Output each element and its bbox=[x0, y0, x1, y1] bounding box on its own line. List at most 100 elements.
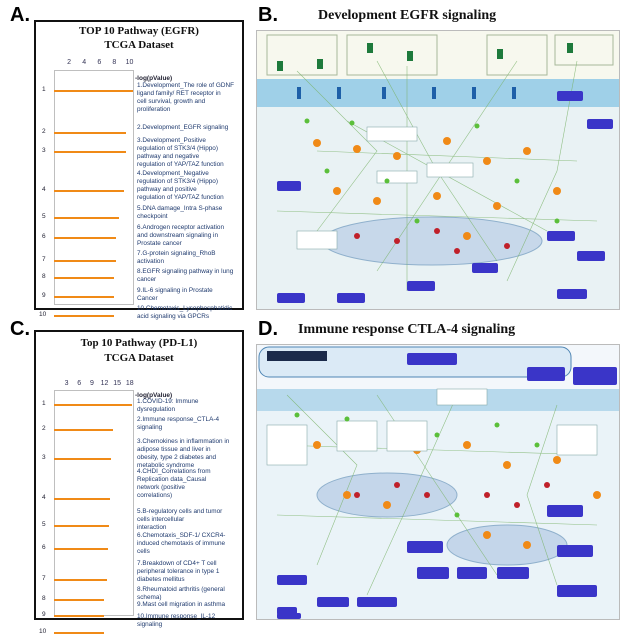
pathway-name-line: signaling bbox=[137, 621, 163, 628]
pathway-name: 9.Mast cell migration in asthma bbox=[137, 601, 234, 609]
pathway-name-line: adipose tissue and liver in bbox=[137, 446, 211, 453]
pathway-name-line: proliferation bbox=[137, 106, 171, 113]
pathway-name-line: 5.DNA damage_Intra S-phase bbox=[137, 205, 223, 212]
pathway-name-line: regulation of STK3/4 (Hippo) bbox=[137, 178, 218, 185]
pathway-name-line: 5.B-regulatory cells and tumor bbox=[137, 508, 223, 515]
panel-b-letter: B. bbox=[258, 4, 278, 26]
rank-label: 7 bbox=[42, 256, 46, 263]
pathway-name: 6.Chemotaxis_SDF-1/ CXCR4-induced chemot… bbox=[137, 532, 234, 556]
pathway-name-line: 6.Chemotaxis_SDF-1/ CXCR4- bbox=[137, 532, 226, 539]
panel-d-letter: D. bbox=[258, 318, 278, 340]
x-tick-label: 15 bbox=[113, 380, 122, 387]
pathway-name-line: 9.Mast cell migration in asthma bbox=[137, 601, 226, 608]
x-tick-label: 12 bbox=[100, 380, 109, 387]
rank-label: 5 bbox=[42, 521, 46, 528]
pathway-name-line: 8.EGFR signaling pathway in lung bbox=[137, 268, 234, 275]
panel-d-pathway-map bbox=[256, 344, 620, 620]
pathway-bar bbox=[54, 548, 108, 550]
pathway-bar bbox=[54, 237, 116, 239]
pathway-bar bbox=[54, 90, 134, 92]
pathway-name-line: 8.Rheumatoid arthritis (general bbox=[137, 586, 225, 593]
pathway-bar bbox=[54, 615, 104, 617]
pathway-name-line: cancer bbox=[137, 276, 157, 283]
pathway-name-line: Cancer bbox=[137, 295, 158, 302]
pathway-name-line: cell survival, growth and bbox=[137, 98, 206, 105]
pathway-bar bbox=[54, 404, 132, 406]
panel-d-title: Immune response CTLA-4 signaling bbox=[298, 322, 516, 337]
x-tick-label: 18 bbox=[125, 380, 134, 387]
rank-label: 9 bbox=[42, 611, 46, 618]
pathway-name-line: dysregulation bbox=[137, 406, 176, 413]
pathway-name-line: correlations) bbox=[137, 492, 173, 499]
pathway-bar bbox=[54, 579, 107, 581]
pathway-name-line: peripheral tolerance in type 1 bbox=[137, 568, 220, 575]
pathway-name-line: interaction bbox=[137, 524, 167, 531]
x-tick-label: 6 bbox=[97, 59, 102, 66]
rank-label: 5 bbox=[42, 213, 46, 220]
pathway-bar bbox=[54, 132, 127, 134]
x-tick-label: 9 bbox=[89, 380, 94, 387]
rank-label: 2 bbox=[42, 425, 46, 432]
pathway-name-line: network (positive bbox=[137, 484, 185, 491]
rank-label: 7 bbox=[42, 575, 46, 582]
pathway-name-line: regulation of YAP/TAZ function bbox=[137, 194, 224, 201]
rank-label: 2 bbox=[42, 128, 46, 135]
x-tick-label: 3 bbox=[64, 380, 69, 387]
pathway-name-line: 4.CHDI_Correlations from bbox=[137, 468, 211, 475]
panel-a-axis-label: -log(pValue) bbox=[135, 75, 173, 82]
rank-label: 6 bbox=[42, 233, 46, 240]
pathway-name-line: regulation of YAP/TAZ function bbox=[137, 161, 224, 168]
pathway-name-line: 1.Development_The role of GDNF bbox=[137, 82, 234, 89]
pathway-name-line: 7.G-protein signaling_RhoB bbox=[137, 250, 216, 257]
rank-label: 1 bbox=[42, 400, 46, 407]
panel-c-axis-label: -log(pValue) bbox=[135, 392, 173, 399]
pathway-name-line: signaling bbox=[137, 424, 163, 431]
panel-a-letter: A. bbox=[10, 4, 30, 26]
pathway-bar bbox=[54, 217, 119, 219]
panel-d-map-svg bbox=[257, 345, 619, 619]
x-tick-label: 6 bbox=[77, 380, 82, 387]
rank-label: 1 bbox=[42, 86, 46, 93]
pathway-name-line: 4.Development_Negative bbox=[137, 170, 209, 177]
rank-label: 3 bbox=[42, 147, 46, 154]
pathway-name-line: ligand family/ RET receptor in bbox=[137, 90, 221, 97]
panel-a-subtitle: TCGA Dataset bbox=[104, 39, 174, 51]
pathway-bar bbox=[54, 498, 110, 500]
pathway-bar bbox=[54, 525, 109, 527]
pathway-name-line: acid signaling via GPCRs bbox=[137, 313, 210, 320]
rank-label: 3 bbox=[42, 454, 46, 461]
rank-label: 8 bbox=[42, 595, 46, 602]
x-tick-label: 2 bbox=[67, 59, 72, 66]
pathway-name-line: obesity, type 2 diabetes and bbox=[137, 454, 217, 461]
rank-label: 6 bbox=[42, 544, 46, 551]
rank-label: 4 bbox=[42, 186, 46, 193]
pathway-name-line: 7.Breakdown of CD4+ T cell bbox=[137, 560, 217, 567]
pathway-name-line: 3.Chemokines in inflammation in bbox=[137, 438, 230, 445]
pathway-name-line: activation bbox=[137, 258, 164, 265]
pathway-name-line: cells intercellular bbox=[137, 516, 185, 523]
rank-label: 10 bbox=[39, 311, 47, 318]
panel-c-title: Top 10 Pathway (PD-L1) bbox=[80, 337, 198, 349]
panel-c-plot-area bbox=[54, 390, 134, 616]
pathway-name-line: cells bbox=[137, 548, 150, 555]
pathway-bar bbox=[54, 296, 115, 298]
panel-c-subtitle: TCGA Dataset bbox=[104, 352, 174, 364]
panel-a-title: TOP 10 Pathway (EGFR) bbox=[79, 25, 199, 37]
